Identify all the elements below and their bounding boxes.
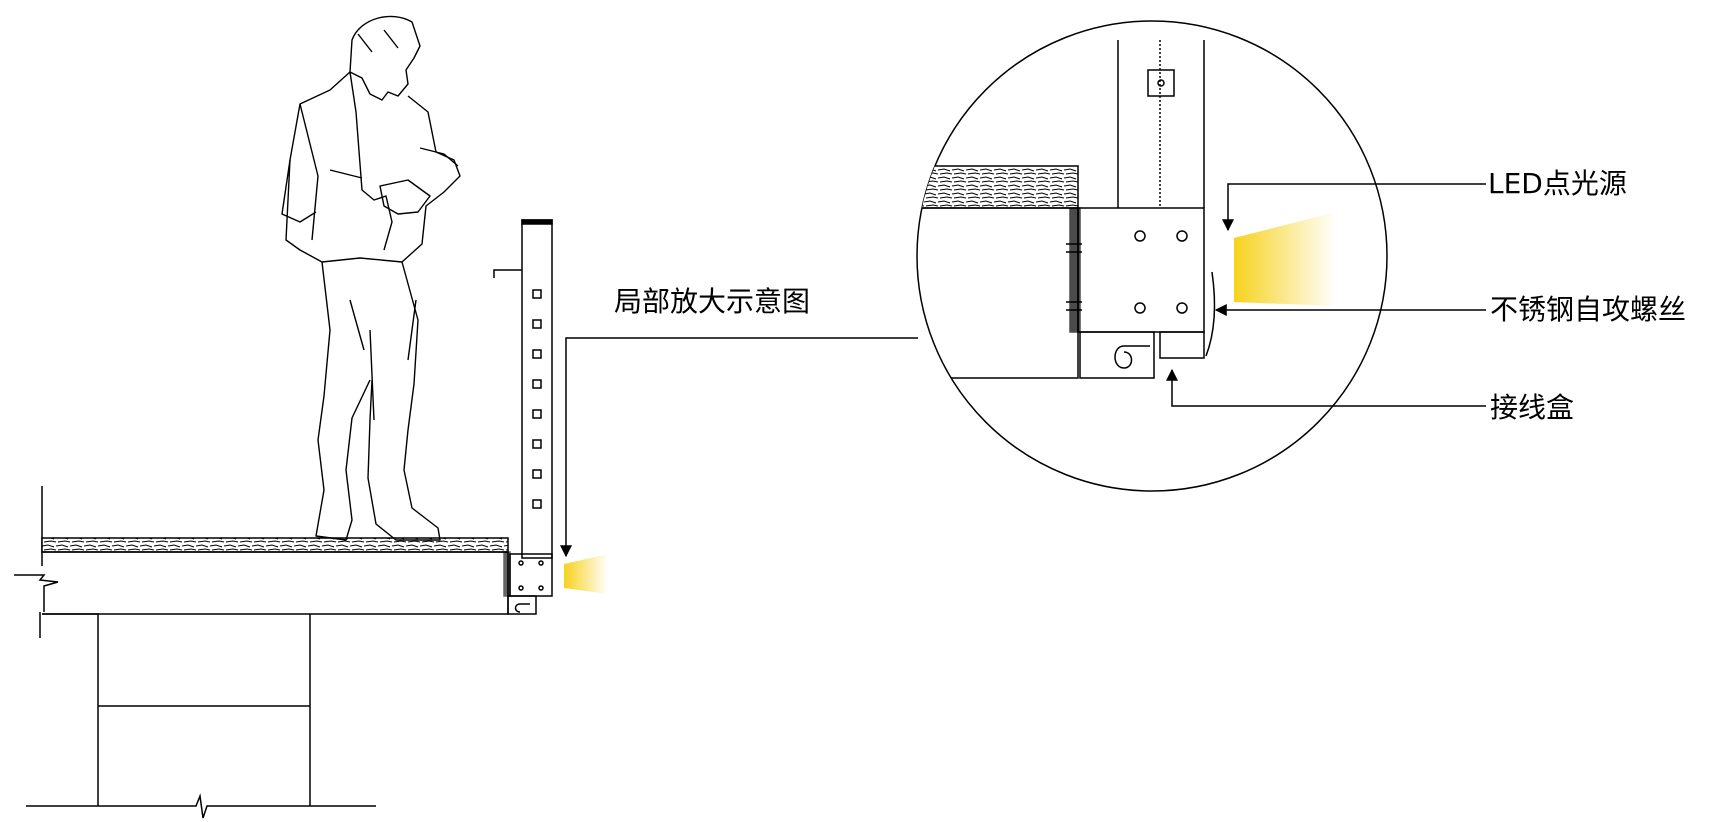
detail-title-label: 局部放大示意图 bbox=[614, 285, 811, 318]
detail-leader bbox=[560, 337, 918, 558]
detail-circle bbox=[916, 20, 1388, 492]
leader-led bbox=[1222, 183, 1486, 232]
junction-box-label: 接线盒 bbox=[1490, 391, 1575, 424]
led-source-label: LED点光源 bbox=[1488, 167, 1627, 200]
railing-screws bbox=[532, 289, 542, 509]
screw-label: 不锈钢自攻螺丝 bbox=[1490, 293, 1687, 326]
floor-slab-section bbox=[14, 486, 509, 819]
person-figure bbox=[281, 15, 461, 541]
led-light-beam-large bbox=[1234, 212, 1336, 306]
callout-leaders bbox=[1166, 183, 1486, 407]
led-light-beam-small bbox=[564, 554, 608, 594]
railing-post bbox=[493, 219, 553, 615]
leader-junction-box bbox=[1166, 368, 1486, 407]
